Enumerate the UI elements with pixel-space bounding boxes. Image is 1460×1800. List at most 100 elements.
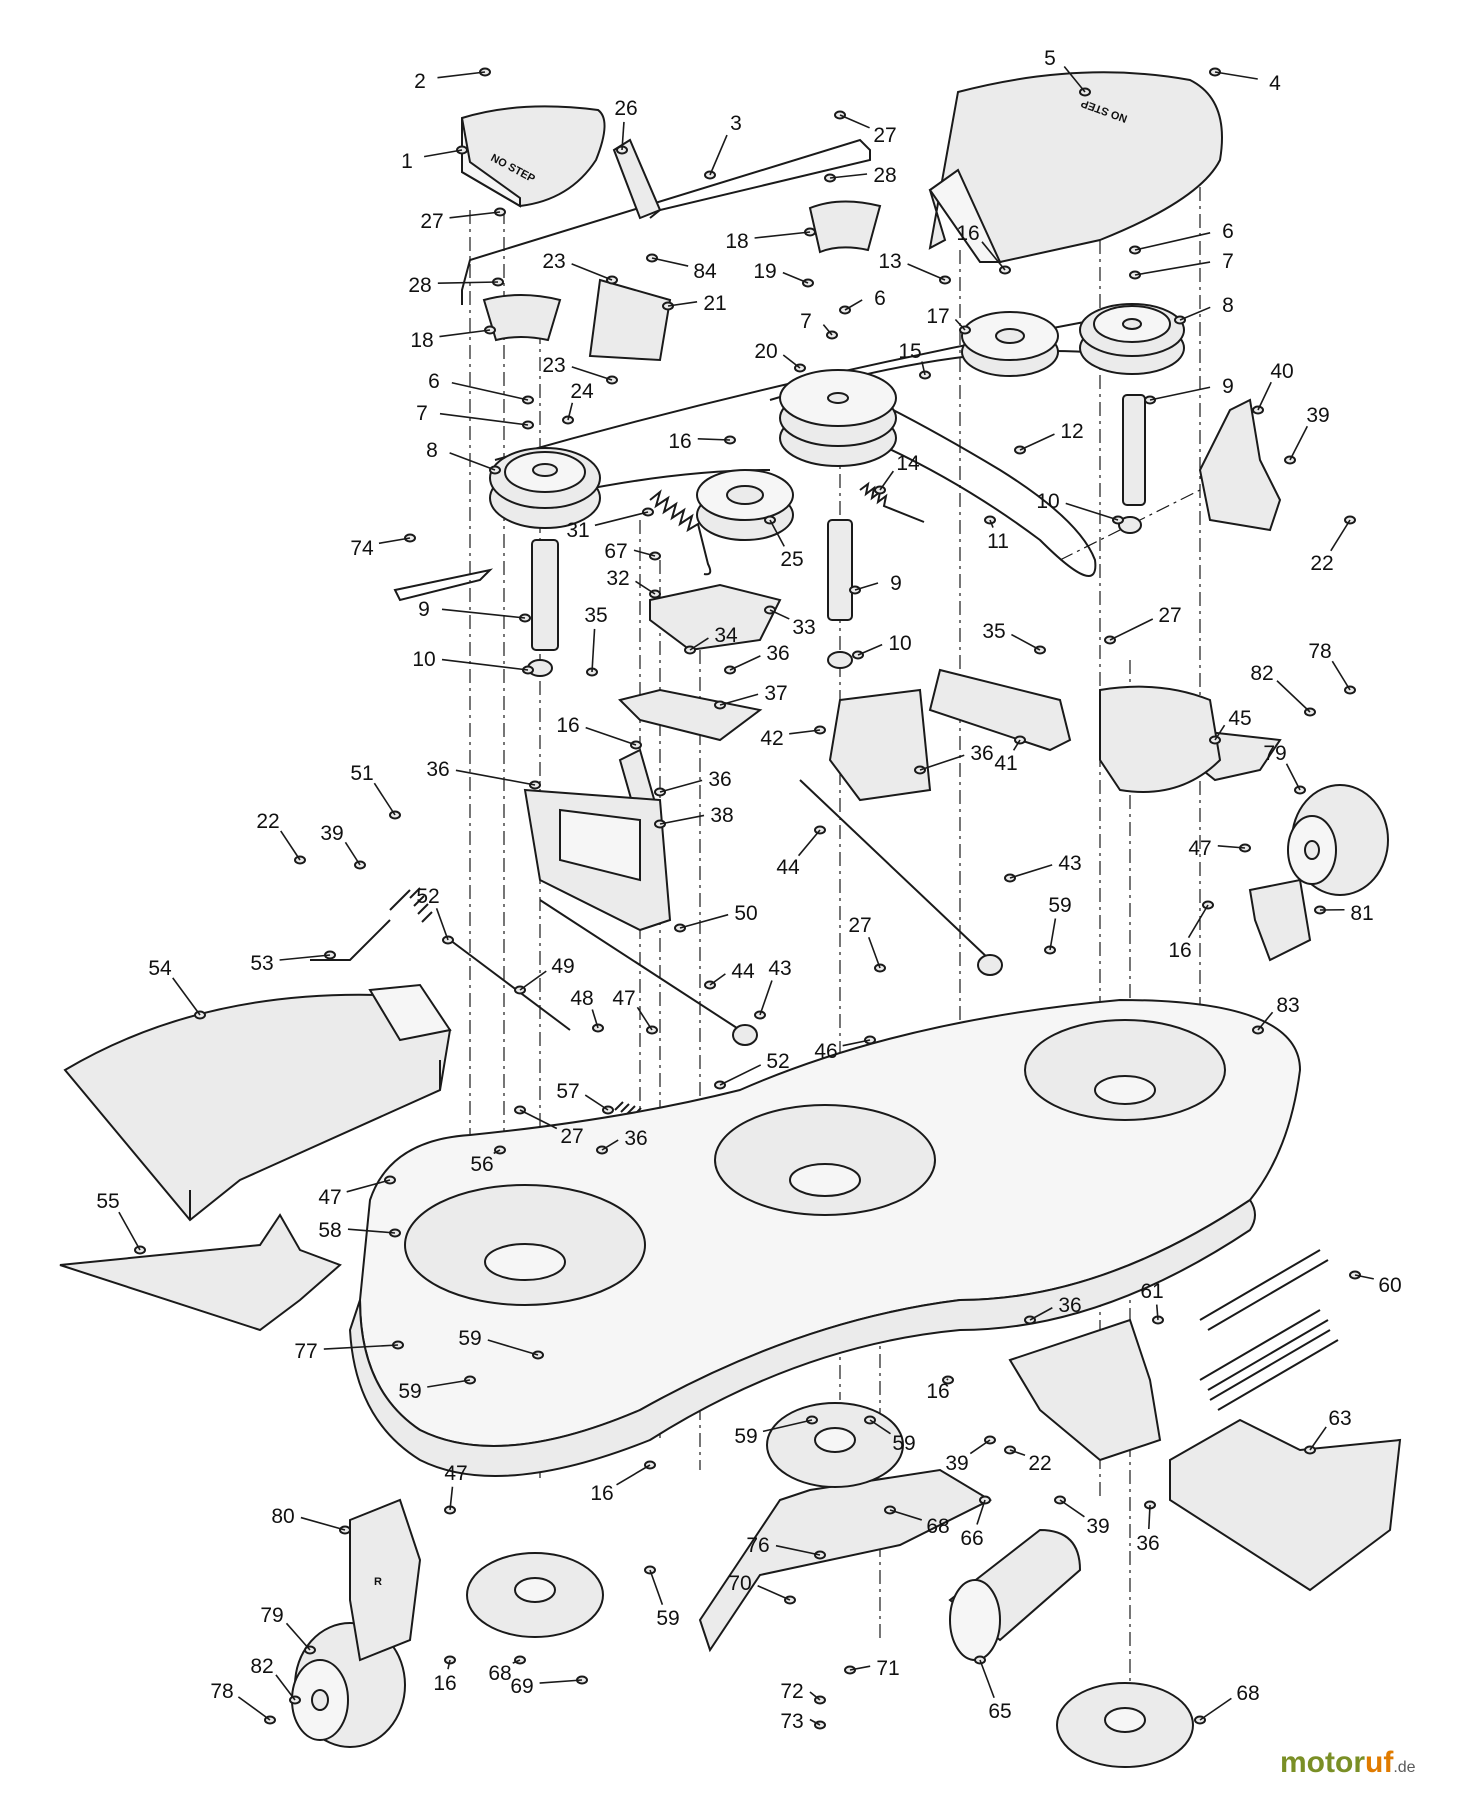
callout-leader-53 xyxy=(279,954,331,961)
callout-35: 35 xyxy=(982,620,1005,643)
callout-7: 7 xyxy=(1222,250,1234,273)
callout-leader-68 xyxy=(512,1659,521,1664)
callout-leader-47 xyxy=(636,1006,653,1031)
callout-46: 46 xyxy=(814,1040,837,1063)
callout-36: 36 xyxy=(426,758,449,781)
callout-16: 16 xyxy=(956,222,979,245)
callout-1: 1 xyxy=(401,150,413,173)
callout-26: 26 xyxy=(614,97,637,120)
callout-leader-36 xyxy=(455,769,536,786)
callout-34: 34 xyxy=(714,624,738,647)
callout-47: 47 xyxy=(444,1462,467,1485)
callout-47: 47 xyxy=(1188,837,1211,860)
right-link-rods xyxy=(449,779,1003,1046)
callout-leader-36 xyxy=(601,1139,619,1151)
callout-leader-27 xyxy=(519,1109,558,1130)
callout-leader-47 xyxy=(449,1486,454,1511)
callout-32: 32 xyxy=(606,567,629,590)
gauge-wheel-left xyxy=(291,1622,406,1748)
drive-pulley-20 xyxy=(779,369,897,467)
callout-44: 44 xyxy=(731,960,755,983)
callout-leader-59 xyxy=(427,1379,471,1388)
callout-leader-52 xyxy=(719,1064,762,1086)
callout-22: 22 xyxy=(1310,552,1333,575)
callout-27: 27 xyxy=(848,914,871,937)
callout-39: 39 xyxy=(1086,1515,1109,1538)
callout-36: 36 xyxy=(624,1127,647,1150)
callout-leader-22 xyxy=(1330,519,1351,552)
callout-leader-18 xyxy=(754,231,811,239)
blade-hub-left xyxy=(466,1552,604,1638)
callout-leader-71 xyxy=(849,1665,871,1671)
callout-52: 52 xyxy=(416,885,439,908)
callout-39: 39 xyxy=(1306,404,1329,427)
callout-leader-28 xyxy=(437,281,499,285)
spindle-shafts xyxy=(527,394,1146,677)
callout-84: 84 xyxy=(693,260,717,283)
callout-leader-18 xyxy=(439,329,491,338)
callout-43: 43 xyxy=(1058,852,1081,875)
callout-leader-6 xyxy=(844,299,863,311)
motoruf-watermark: motoruf.de xyxy=(1280,1746,1416,1779)
callout-leader-11 xyxy=(989,519,994,528)
callout-leader-35 xyxy=(1011,633,1041,651)
callout-79: 79 xyxy=(1263,742,1286,765)
callout-65: 65 xyxy=(988,1700,1011,1723)
callout-63: 63 xyxy=(1328,1407,1351,1430)
callout-leader-84 xyxy=(651,257,689,267)
callout-leader-39 xyxy=(1059,1499,1085,1518)
callout-leader-80 xyxy=(300,1516,346,1531)
callout-44: 44 xyxy=(776,856,800,879)
callout-35: 35 xyxy=(584,604,607,627)
callout-leader-28 xyxy=(829,173,868,179)
callout-40: 40 xyxy=(1270,360,1293,383)
callout-leader-6 xyxy=(1134,232,1211,251)
callout-20: 20 xyxy=(754,340,777,363)
callout-leader-7 xyxy=(822,324,833,336)
callout-31: 31 xyxy=(566,519,589,542)
callout-16: 16 xyxy=(926,1380,949,1403)
callout-leader-38 xyxy=(659,814,705,825)
callout-leader-77 xyxy=(323,1344,399,1350)
right-spindle-pulley xyxy=(1079,303,1185,375)
callout-23: 23 xyxy=(542,250,565,273)
callout-leader-72 xyxy=(809,1691,821,1701)
callout-leader-24 xyxy=(567,402,574,421)
callout-73: 73 xyxy=(780,1710,803,1733)
callout-16: 16 xyxy=(433,1672,456,1695)
callout-leader-9 xyxy=(1149,386,1211,401)
callout-18: 18 xyxy=(410,329,433,352)
callout-14: 14 xyxy=(896,452,920,475)
callout-leader-27 xyxy=(449,211,501,219)
callout-leader-27 xyxy=(867,936,881,969)
callout-79: 79 xyxy=(260,1604,283,1627)
callout-leader-68 xyxy=(1199,1697,1232,1721)
callout-33: 33 xyxy=(792,616,815,639)
watermark-orange: uf xyxy=(1365,1746,1394,1779)
callout-leader-8 xyxy=(449,452,496,471)
callout-68: 68 xyxy=(488,1662,511,1685)
callout-82: 82 xyxy=(250,1655,273,1678)
callout-18: 18 xyxy=(725,230,748,253)
callout-leader-17 xyxy=(954,318,966,331)
callout-9: 9 xyxy=(890,572,902,595)
callout-38: 38 xyxy=(710,804,733,827)
callout-leader-16 xyxy=(1187,904,1209,939)
callout-25: 25 xyxy=(780,548,803,571)
callout-leader-25 xyxy=(769,519,785,547)
callout-83: 83 xyxy=(1276,994,1299,1017)
callout-leader-36 xyxy=(729,655,761,671)
front-hitch-bars xyxy=(1008,1249,1402,1592)
callout-16: 16 xyxy=(556,714,579,737)
callout-leader-59 xyxy=(487,1339,539,1356)
left-spindle-pulley xyxy=(489,447,601,529)
callout-leader-76 xyxy=(775,1544,821,1556)
callout-37: 37 xyxy=(764,682,787,705)
callout-45: 45 xyxy=(1228,707,1251,730)
discharge-chute xyxy=(63,983,452,1222)
blade-adapter-cylinder xyxy=(948,1528,1082,1661)
callout-leader-15 xyxy=(921,361,926,376)
callout-27: 27 xyxy=(560,1125,583,1148)
callout-leader-9 xyxy=(441,608,526,619)
